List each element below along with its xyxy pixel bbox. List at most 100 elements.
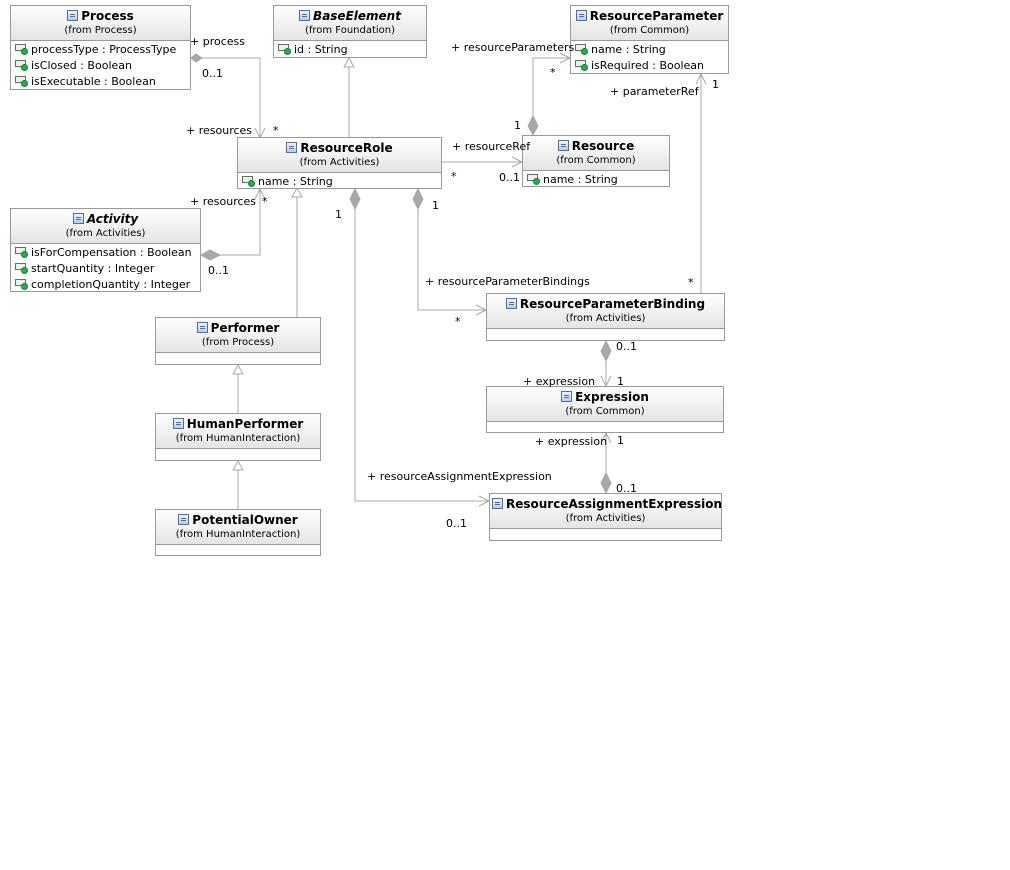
multiplicity-label: 1 — [335, 208, 342, 221]
class-header: Performer (from Process) — [156, 318, 320, 353]
attribute-text: name : String — [258, 175, 333, 188]
public-attribute-icon — [15, 279, 28, 290]
multiplicity-label: * — [550, 66, 556, 79]
attribute: name : String — [527, 172, 669, 188]
class-name: Process — [81, 9, 134, 23]
class-name: BaseElement — [313, 9, 401, 23]
class-header: ResourceParameter (from Common) — [571, 6, 728, 41]
class-package: (from Activities) — [65, 228, 146, 239]
navigation-arrow — [254, 187, 266, 200]
class-package: (from Activities) — [565, 313, 646, 324]
attribute-list — [490, 529, 721, 535]
generalization-arrowhead — [291, 186, 303, 198]
class-icon — [575, 10, 587, 21]
navigation-arrow — [695, 72, 707, 85]
class-icon — [299, 10, 311, 21]
class-performer[interactable]: Performer (from Process) — [155, 317, 321, 365]
class-icon — [178, 514, 190, 525]
class-resourceassignmentexpression[interactable]: ResourceAssignmentExpression (from Activ… — [489, 493, 722, 541]
role-label: + resourceAssignmentExpression — [367, 470, 552, 483]
class-name: HumanPerformer — [186, 417, 304, 431]
public-attribute-icon — [15, 60, 28, 71]
composition-diamond — [199, 249, 222, 261]
attribute-text: isClosed : Boolean — [31, 59, 132, 72]
class-expression[interactable]: Expression (from Common) — [486, 386, 724, 433]
class-activity[interactable]: Activity (from Activities) isForCompensa… — [10, 208, 201, 292]
class-resourceparameterbinding[interactable]: ResourceParameterBinding (from Activitie… — [486, 293, 725, 341]
class-resource[interactable]: Resource (from Common) name : String — [522, 135, 670, 187]
attribute-text: isExecutable : Boolean — [31, 75, 156, 88]
generalization-arrowhead — [232, 363, 244, 375]
role-label: + resources — [186, 124, 253, 137]
class-process[interactable]: Process (from Process) processType : Pro… — [10, 5, 191, 90]
class-header: Activity (from Activities) — [11, 209, 200, 244]
class-name: Resource — [571, 139, 635, 153]
attribute: name : String — [575, 42, 728, 58]
class-package: (from HumanInteraction) — [175, 529, 301, 540]
class-header: Expression (from Common) — [487, 387, 723, 422]
multiplicity-label: 0..1 — [446, 517, 467, 530]
public-attribute-icon — [242, 176, 255, 187]
class-name: Activity — [86, 212, 139, 226]
attribute: isRequired : Boolean — [575, 58, 728, 74]
multiplicity-label: 0..1 — [208, 264, 229, 277]
composition-diamond — [190, 53, 203, 63]
composition-diamond — [527, 114, 539, 137]
attribute-list: name : String — [238, 173, 441, 191]
class-package: (from Common) — [565, 406, 645, 417]
class-package: (from Process) — [64, 25, 137, 36]
role-label: + resources — [190, 195, 257, 208]
class-name: ResourceRole — [300, 141, 393, 155]
attribute-list: isForCompensation : Boolean startQuantit… — [11, 244, 200, 294]
class-icon — [286, 142, 298, 153]
class-resourceparameter[interactable]: ResourceParameter (from Common) name : S… — [570, 5, 729, 74]
multiplicity-label: 0..1 — [616, 340, 637, 353]
navigation-arrow — [600, 431, 612, 444]
class-resourcerole[interactable]: ResourceRole (from Activities) name : St… — [237, 137, 442, 189]
public-attribute-icon — [15, 76, 28, 87]
public-attribute-icon — [15, 247, 28, 258]
attribute-text: name : String — [543, 173, 618, 186]
class-header: PotentialOwner (from HumanInteraction) — [156, 510, 320, 545]
class-humanperformer[interactable]: HumanPerformer (from HumanInteraction) — [155, 413, 321, 461]
attribute-list — [156, 545, 320, 551]
role-label: + resourceParameterBindings — [425, 275, 590, 288]
class-icon — [561, 391, 573, 402]
attribute: name : String — [242, 174, 441, 190]
public-attribute-icon — [575, 44, 588, 55]
attribute-list: name : String isRequired : Boolean — [571, 41, 728, 75]
public-attribute-icon — [278, 44, 291, 55]
class-baseelement[interactable]: BaseElement (from Foundation) id : Strin… — [273, 5, 427, 58]
class-name: PotentialOwner — [192, 513, 298, 527]
attribute-list — [487, 422, 723, 428]
role-label: + expression — [535, 435, 608, 448]
class-header: BaseElement (from Foundation) — [274, 6, 426, 41]
role-label: + resourceRef — [452, 140, 531, 153]
multiplicity-label: 0..1 — [616, 482, 637, 495]
composition-diamond — [412, 187, 424, 211]
public-attribute-icon — [15, 263, 28, 274]
attribute-list — [487, 329, 724, 335]
class-name: ResourceParameterBinding — [519, 297, 706, 311]
role-label: + parameterRef — [610, 85, 699, 98]
class-package: (from Activities) — [299, 157, 380, 168]
attribute-text: isRequired : Boolean — [591, 59, 704, 72]
association-resourceparameters — [532, 57, 570, 116]
class-icon — [505, 298, 517, 309]
class-package: (from Activities) — [565, 513, 646, 524]
class-potentialowner[interactable]: PotentialOwner (from HumanInteraction) — [155, 509, 321, 556]
class-icon — [72, 213, 84, 224]
attribute-list: id : String — [274, 41, 426, 59]
attribute: isClosed : Boolean — [15, 58, 190, 74]
role-label: + resourceParameters — [451, 41, 575, 54]
class-header: Resource (from Common) — [523, 136, 669, 171]
class-header: HumanPerformer (from HumanInteraction) — [156, 414, 320, 449]
public-attribute-icon — [527, 174, 540, 185]
class-name: Performer — [210, 321, 280, 335]
association-activity-resources — [220, 189, 261, 256]
attribute: isForCompensation : Boolean — [15, 245, 200, 261]
multiplicity-label: 1 — [617, 375, 624, 388]
attribute-text: processType : ProcessType — [31, 43, 177, 56]
